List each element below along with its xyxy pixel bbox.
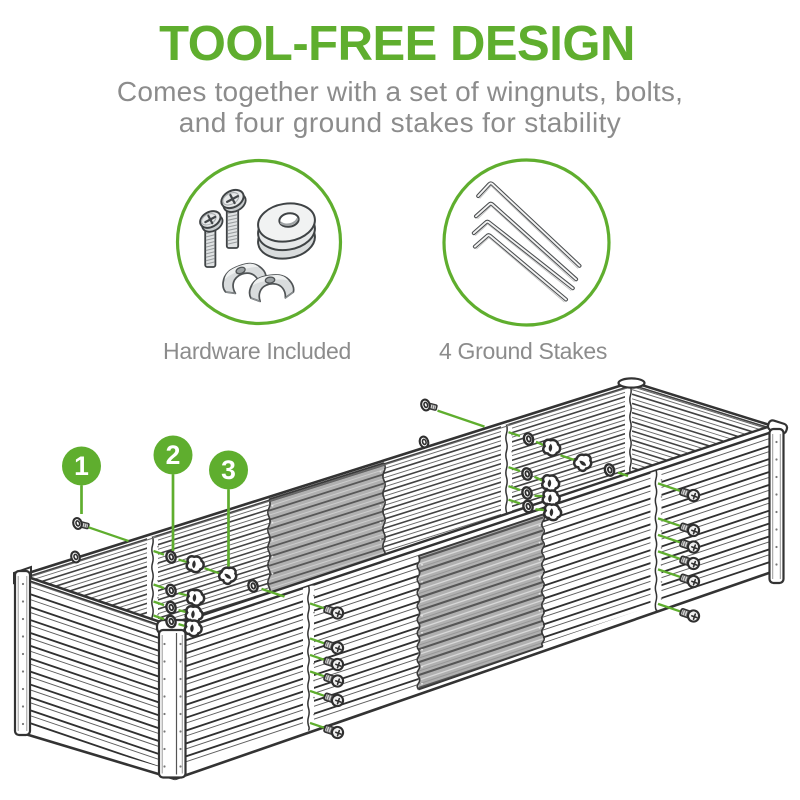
svg-text:2: 2 <box>166 440 181 470</box>
svg-text:1: 1 <box>74 451 89 481</box>
svg-text:3: 3 <box>221 455 236 485</box>
